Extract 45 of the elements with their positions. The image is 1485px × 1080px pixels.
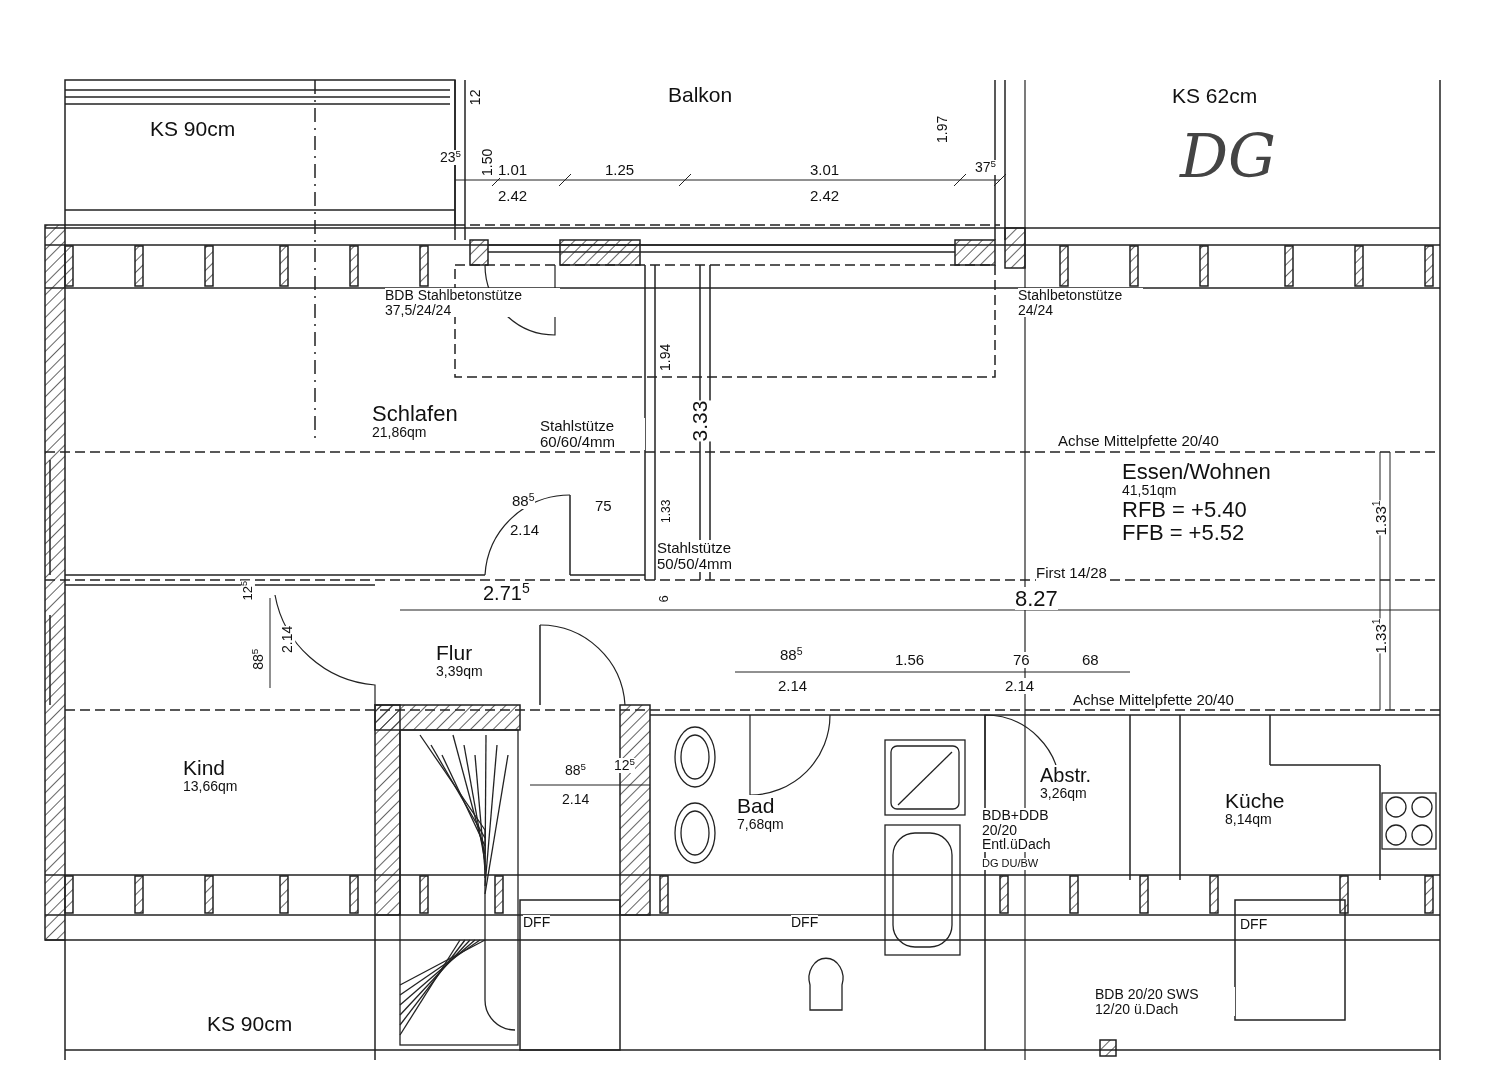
note-text: Stahlstütze 60/60/4mm bbox=[540, 418, 645, 450]
note-text: BDB 20/20 SWS 12/20 ü.Dach bbox=[1095, 987, 1235, 1017]
area-code: DFF bbox=[523, 915, 551, 930]
dimension-text: 88$^{5}$ bbox=[565, 763, 587, 778]
dimension-text: 1.25 bbox=[605, 162, 635, 178]
note-text: BDB Stahlbetonstütze 37,5/24/24 bbox=[385, 288, 560, 318]
dimension-text: 1.50 bbox=[480, 148, 495, 176]
area-text: 7,68qm bbox=[737, 817, 784, 832]
dimension-text: 75 bbox=[595, 498, 612, 514]
note-text: DG DU/BW bbox=[982, 858, 1039, 870]
dimension-text: 76 bbox=[1013, 652, 1030, 668]
dimension-text: 2.14 bbox=[1005, 678, 1035, 694]
dimension-text: 2.42 bbox=[810, 188, 840, 204]
dimension-text: 1.56 bbox=[895, 652, 925, 668]
dimension-text: 23$^{5}$ bbox=[440, 150, 462, 165]
dimension-text: 1.97 bbox=[935, 115, 950, 143]
area-text: 41,51qm bbox=[1122, 483, 1177, 498]
note-text: Stahlbetonstütze 24/24 bbox=[1018, 288, 1143, 318]
area-text: 3,39qm bbox=[436, 664, 483, 679]
area-text: 3,26qm bbox=[1040, 786, 1087, 801]
dimension-text: 2.14 bbox=[280, 625, 295, 653]
dimension-text: 88$^{5}$ bbox=[780, 647, 803, 663]
area-text: 8,14qm bbox=[1225, 812, 1272, 827]
dimension-text: 1.94 bbox=[658, 343, 673, 371]
dimension-text: 2.14 bbox=[562, 792, 590, 807]
dimension-text: 1.33 bbox=[660, 499, 673, 523]
dimension-text: 2.14 bbox=[778, 678, 808, 694]
dimension-text: 2.42 bbox=[498, 188, 528, 204]
dimension-text: 37$^{5}$ bbox=[975, 160, 997, 175]
dimension-text: 6 bbox=[656, 595, 671, 603]
area-text: 21,86qm bbox=[372, 425, 427, 440]
dimension-text: 12$^{5}$ bbox=[614, 758, 636, 773]
dimension-text: 2.14 bbox=[510, 522, 540, 538]
area-code: DFF bbox=[1240, 917, 1268, 932]
area-text: 13,66qm bbox=[183, 779, 238, 794]
dimension-text: 88$^{5}$ bbox=[512, 493, 535, 509]
dimension-text: 8.27 bbox=[1015, 587, 1058, 611]
area-code: DFF bbox=[791, 915, 819, 930]
room-name: Abstr. bbox=[1040, 765, 1092, 786]
axis-label: Achse Mittelpfette 20/40 bbox=[1073, 692, 1234, 708]
dimension-text: 1.01 bbox=[498, 162, 528, 178]
axis-label: Achse Mittelpfette 20/40 bbox=[1058, 433, 1219, 449]
axis-label: First 14/28 bbox=[1036, 565, 1107, 581]
dimension-text: 68 bbox=[1082, 652, 1099, 668]
dimension-text: 3.01 bbox=[810, 162, 840, 178]
